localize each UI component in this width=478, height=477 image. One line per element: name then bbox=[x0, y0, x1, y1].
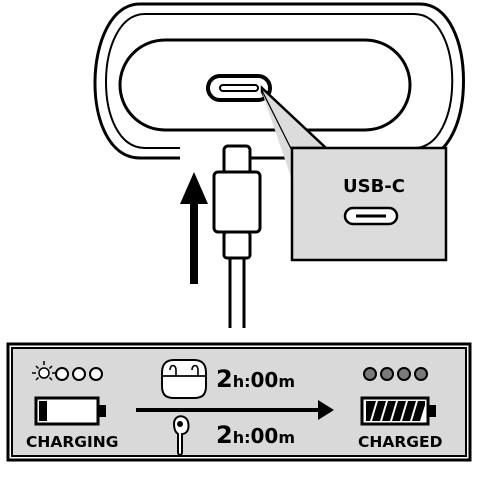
led-indicator-right bbox=[363, 367, 428, 381]
case-time-m-unit: m bbox=[278, 372, 295, 391]
blinking-led-icon bbox=[32, 361, 56, 381]
cable-strain-relief bbox=[222, 230, 252, 260]
usb-c-callout: USB-C bbox=[260, 85, 448, 262]
case-time-sep: : bbox=[244, 372, 250, 391]
charging-status-label: CHARGING bbox=[26, 433, 118, 451]
insert-arrow-icon bbox=[180, 172, 208, 284]
case-time-minutes: 00 bbox=[251, 368, 279, 392]
earbud-time-m-unit: m bbox=[278, 428, 295, 447]
cable-plug-body bbox=[212, 170, 262, 234]
case-time-hours: 2 bbox=[216, 365, 233, 393]
earbud-time-minutes: 00 bbox=[251, 424, 279, 448]
earbud-time-h-unit: h bbox=[233, 428, 244, 447]
battery-low-icon bbox=[34, 396, 106, 426]
callout-box bbox=[290, 146, 448, 262]
charged-status-label: CHARGED bbox=[358, 433, 443, 451]
earbud-icon bbox=[172, 415, 190, 456]
earbud-time-hours: 2 bbox=[216, 421, 233, 449]
battery-full-icon bbox=[360, 396, 436, 426]
case-charge-time: 2h:00m bbox=[216, 365, 295, 393]
led-on bbox=[397, 367, 411, 381]
charging-info-panel: CHARGING 2h:00m 2h:00m bbox=[6, 342, 472, 462]
charging-case bbox=[93, 2, 465, 160]
case-outer-shell bbox=[93, 2, 465, 160]
led-on bbox=[363, 367, 377, 381]
case-inner-shell bbox=[118, 38, 412, 132]
led-indicator-left bbox=[32, 361, 103, 381]
charging-case-icon bbox=[161, 359, 207, 399]
led-off bbox=[72, 367, 86, 381]
usb-c-cable bbox=[212, 144, 262, 328]
led-off bbox=[89, 367, 103, 381]
earbud-time-sep: : bbox=[244, 428, 250, 447]
cable-plug-tip bbox=[222, 144, 252, 176]
callout-label: USB-C bbox=[343, 176, 405, 197]
case-time-h-unit: h bbox=[233, 372, 244, 391]
battery-low-fill bbox=[39, 401, 47, 421]
callout-pointer-lower bbox=[262, 92, 292, 180]
led-on bbox=[380, 367, 394, 381]
led-off bbox=[55, 367, 69, 381]
usb-c-port-tongue bbox=[219, 84, 259, 92]
case-mid-shell bbox=[105, 13, 454, 149]
led-on bbox=[414, 367, 428, 381]
progress-arrow-icon bbox=[136, 400, 334, 420]
earbud-charge-time: 2h:00m bbox=[216, 421, 295, 449]
